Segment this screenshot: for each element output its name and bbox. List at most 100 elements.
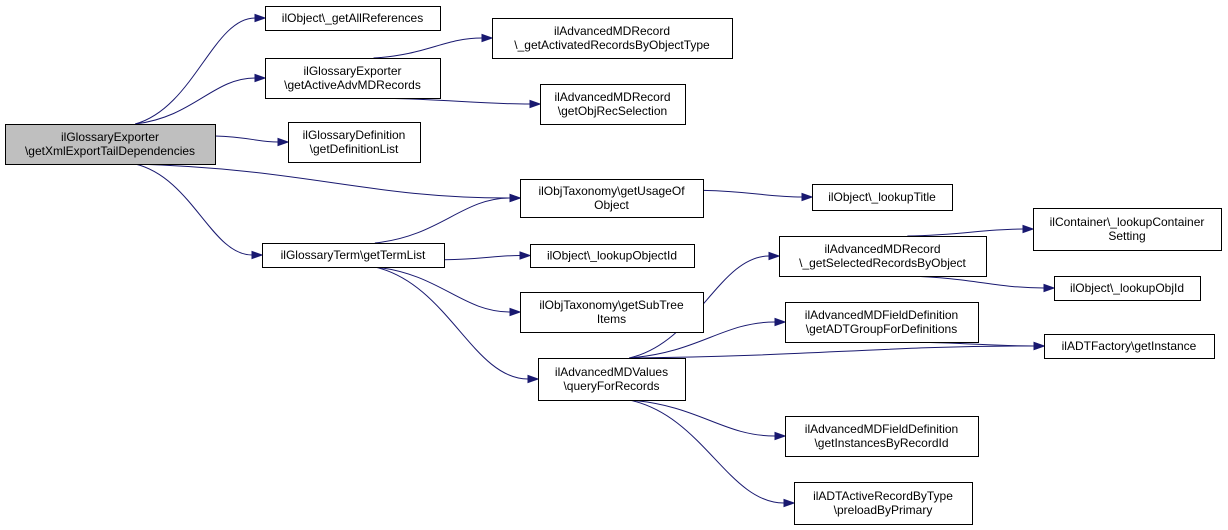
edge-get-selected-records-by-object-to-lookup-obj-id [907,275,1056,293]
node-root[interactable]: ilGlossaryExporter\getXmlExportTailDepen… [5,124,216,165]
node-label-line: ilGlossaryExporter [61,130,159,144]
edge-root-to-get-all-references [135,13,267,125]
node-label-line: ilObjTaxonomy\getUsageOf [538,184,685,198]
node-get-instances-by-record-id[interactable]: ilAdvancedMDFieldDefinition\getInstances… [785,416,979,457]
arrowhead [481,33,494,43]
node-label-line: \getADTGroupForDefinitions [806,322,957,336]
edge-line [214,135,279,143]
node-label-line: ilGlossaryDefinition [303,128,406,142]
node-label-line: \_getSelectedRecordsByObject [799,256,966,270]
node-preload-by-primary[interactable]: ilADTActiveRecordByType\preloadByPrimary [794,482,973,525]
node-box [520,292,704,333]
node-label-line: ilObject\_lookupObjId [1070,281,1184,295]
node-get-all-references[interactable]: ilObject\_getAllReferences [265,6,441,31]
node-get-activated-records-by-object-type[interactable]: ilAdvancedMDRecord\_getActivatedRecordsB… [492,18,733,59]
node-label-line: ilAdvancedMDValues [555,365,668,379]
edge-query-for-records-to-preload-by-primary [629,399,796,508]
edge-get-active-adv-m-d-records-to-get-activated-records-by-object-type [373,33,494,59]
node-get-active-adv-m-d-records[interactable]: ilGlossaryExporter\getActiveAdvMDRecords [265,58,441,99]
node-label-line: ilAdvancedMDRecord [554,24,670,38]
edge-line [702,189,803,198]
edge-root-to-get-term-list [135,163,264,260]
arrowhead [768,251,781,261]
node-box [288,122,421,163]
node-box [5,124,216,165]
node-box [812,184,953,211]
node-box [779,236,987,277]
node-box [794,482,973,525]
node-get-definition-list[interactable]: ilGlossaryDefinition\getDefinitionList [288,122,421,163]
node-label-line: Object [594,198,629,212]
arrowhead [529,99,542,109]
node-label-line: \getXmlExportTailDependencies [25,144,195,158]
node-box [1044,334,1215,359]
edge-get-term-list-to-get-sub-tree-items [374,266,522,317]
node-lookup-object-id[interactable]: ilObject\_lookupObjectId [530,244,695,268]
node-lookup-title[interactable]: ilObject\_lookupTitle [812,184,953,211]
node-get-instance[interactable]: ilADTFactory\getInstance [1044,334,1215,359]
edge-line [135,77,256,125]
edge-query-for-records-to-get-selected-records-by-object [629,251,781,359]
arrowhead [1043,283,1056,293]
edge-line [373,37,483,59]
edge-line [629,399,776,437]
arrowhead [1033,341,1046,351]
node-get-selected-records-by-object[interactable]: ilAdvancedMDRecord\_getSelectedRecordsBy… [779,236,987,277]
edge-line [907,275,1045,289]
node-box [530,244,695,268]
node-label-line: ilGlossaryTerm\getTermList [281,248,426,262]
edge-get-active-adv-m-d-records-to-get-obj-rec-selection [373,97,542,109]
node-label-line: \queryForRecords [563,379,659,393]
node-label-line: ilADTActiveRecordByType [813,489,953,503]
edge-line [629,345,1035,359]
edge-line [374,197,511,244]
node-box [265,58,441,99]
edge-root-to-get-definition-list [214,135,290,147]
arrowhead [509,193,522,203]
edge-line [443,255,521,261]
arrowhead [1022,224,1035,234]
node-label-line: \preloadByPrimary [834,503,933,517]
node-query-for-records[interactable]: ilAdvancedMDValues\queryForRecords [538,358,686,401]
edge-line [629,321,776,359]
edge-get-term-list-to-lookup-object-id [443,251,532,261]
edge-get-selected-records-by-object-to-lookup-container-setting [907,224,1035,237]
arrowhead [277,137,290,147]
node-label-line: ilObject\_getAllReferences [282,11,423,25]
node-label-line: ilObject\_lookupTitle [828,190,936,204]
node-label-line: \getInstancesByRecordId [814,436,948,450]
node-label-line: \getObjRecSelection [558,104,667,118]
node-get-obj-rec-selection[interactable]: ilAdvancedMDRecord\getObjRecSelection [540,84,686,125]
node-label-line: Items [597,312,626,326]
node-lookup-obj-id[interactable]: ilObject\_lookupObjId [1054,276,1201,301]
node-box [262,243,445,268]
node-label-line: Setting [1108,229,1145,243]
node-label-line: ilAdvancedMDFieldDefinition [805,308,958,322]
node-box [1033,208,1222,251]
node-get-term-list[interactable]: ilGlossaryTerm\getTermList [262,243,445,268]
edge-line [135,163,253,256]
node-label-line: ilGlossaryExporter [303,64,401,78]
node-box [540,84,686,125]
arrowhead [774,431,787,441]
node-box [1054,276,1201,301]
edge-query-for-records-to-get-a-d-t-group-for-definitions [629,317,787,359]
node-box [492,18,733,59]
edge-get-term-list-to-query-for-records [374,266,540,384]
node-get-a-d-t-group-for-definitions[interactable]: ilAdvancedMDFieldDefinition\getADTGroupF… [785,302,979,343]
node-label-line: \_getActivatedRecordsByObjectType [514,38,710,52]
nodes-layer: ilGlossaryExporter\getXmlExportTailDepen… [5,6,1222,525]
node-box [538,358,686,401]
edge-line [374,266,529,380]
edge-line [907,228,1024,237]
node-label-line: ilObject\_lookupObjectId [547,249,677,263]
edge-line [135,17,256,125]
arrowhead [774,317,787,327]
arrowhead [509,307,522,317]
edge-line [374,266,511,313]
edge-query-for-records-to-get-instances-by-record-id [629,399,787,441]
